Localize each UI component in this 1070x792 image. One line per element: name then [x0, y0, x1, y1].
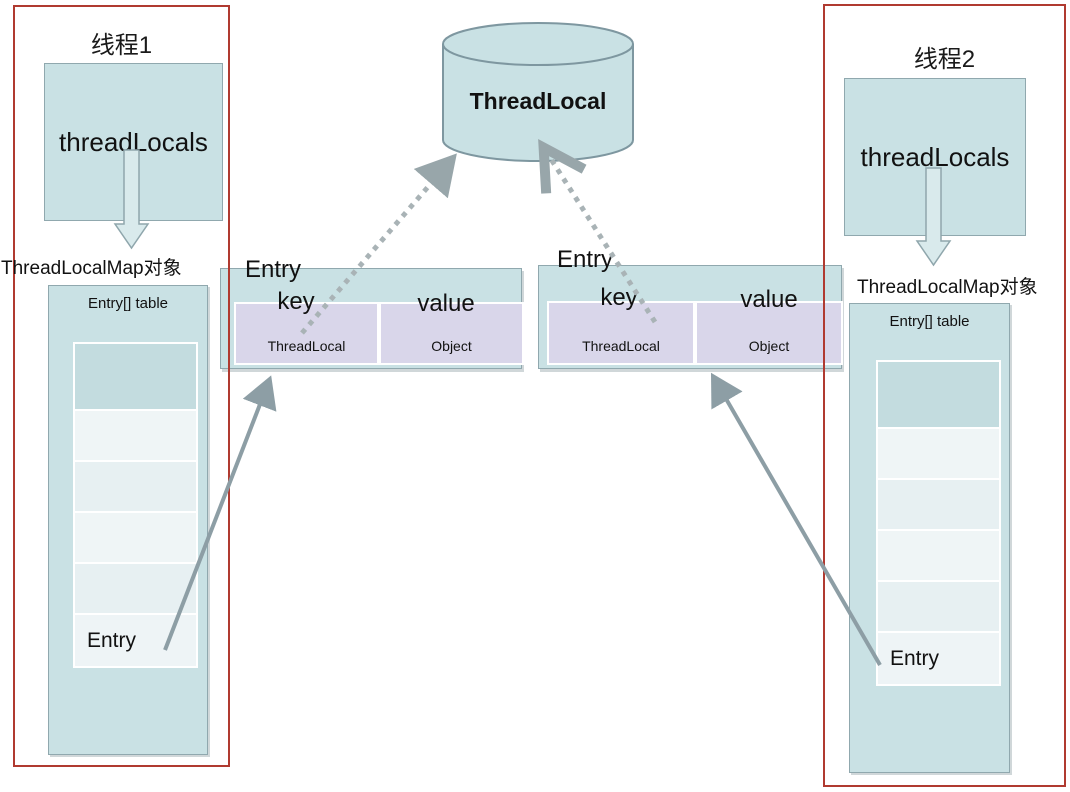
thread1-entry-cell: Entry	[75, 615, 196, 666]
table-cell	[878, 429, 999, 478]
table-cell	[75, 462, 196, 511]
table-cell	[878, 531, 999, 580]
thread2-threadlocals-box: threadLocals	[844, 78, 1026, 236]
table-cell	[75, 344, 196, 409]
thread1-table-cells: Entry	[73, 342, 198, 668]
table-cell	[878, 362, 999, 427]
cylinder-label: ThreadLocal	[469, 88, 607, 114]
thread1-threadlocals-label: threadLocals	[59, 126, 208, 157]
table-cell	[75, 564, 196, 613]
thread2-table-cells: Entry	[876, 360, 1001, 686]
thread1-map-label: ThreadLocalMap对象	[1, 258, 182, 279]
thread1-title: 线程1	[90, 32, 153, 59]
table-cell	[75, 513, 196, 562]
table-cell	[878, 480, 999, 529]
thread2-entry-table: Entry[] table Entry	[849, 303, 1010, 773]
entry-box-right: Entry ThreadLocal Object key value	[538, 246, 843, 369]
thread2-frame: 线程2 threadLocals ThreadLocalMap对象 Entry[…	[823, 4, 1066, 787]
thread1-threadlocals-box: threadLocals	[44, 63, 223, 221]
thread2-title: 线程2	[913, 46, 976, 73]
entry-left-value-header: value	[417, 290, 475, 317]
entry-right-key-cell: ThreadLocal	[549, 303, 693, 363]
thread2-threadlocals-label: threadLocals	[860, 141, 1010, 172]
thread2-table-title: Entry[] table	[889, 313, 970, 330]
thread2-entry-cell: Entry	[878, 633, 999, 684]
thread1-table-title: Entry[] table	[87, 295, 169, 312]
thread1-entry-table: Entry[] table Entry	[48, 285, 208, 755]
entry-right-value-header: value	[740, 286, 798, 313]
entry-left-title: Entry	[245, 256, 302, 283]
table-cell	[75, 411, 196, 460]
entry-right-value-cell: Object	[697, 303, 841, 363]
table-cell	[878, 582, 999, 631]
entry-left-key-header: key	[277, 288, 315, 315]
thread1-frame: 线程1 threadLocals ThreadLocalMap对象 Entry[…	[1, 5, 230, 767]
entry-right-title: Entry	[557, 246, 614, 273]
thread2-map-label: ThreadLocalMap对象	[857, 277, 1038, 298]
entry-box-left: Entry ThreadLocal Object key value	[220, 256, 524, 369]
entry-right-key-header: key	[600, 284, 638, 311]
